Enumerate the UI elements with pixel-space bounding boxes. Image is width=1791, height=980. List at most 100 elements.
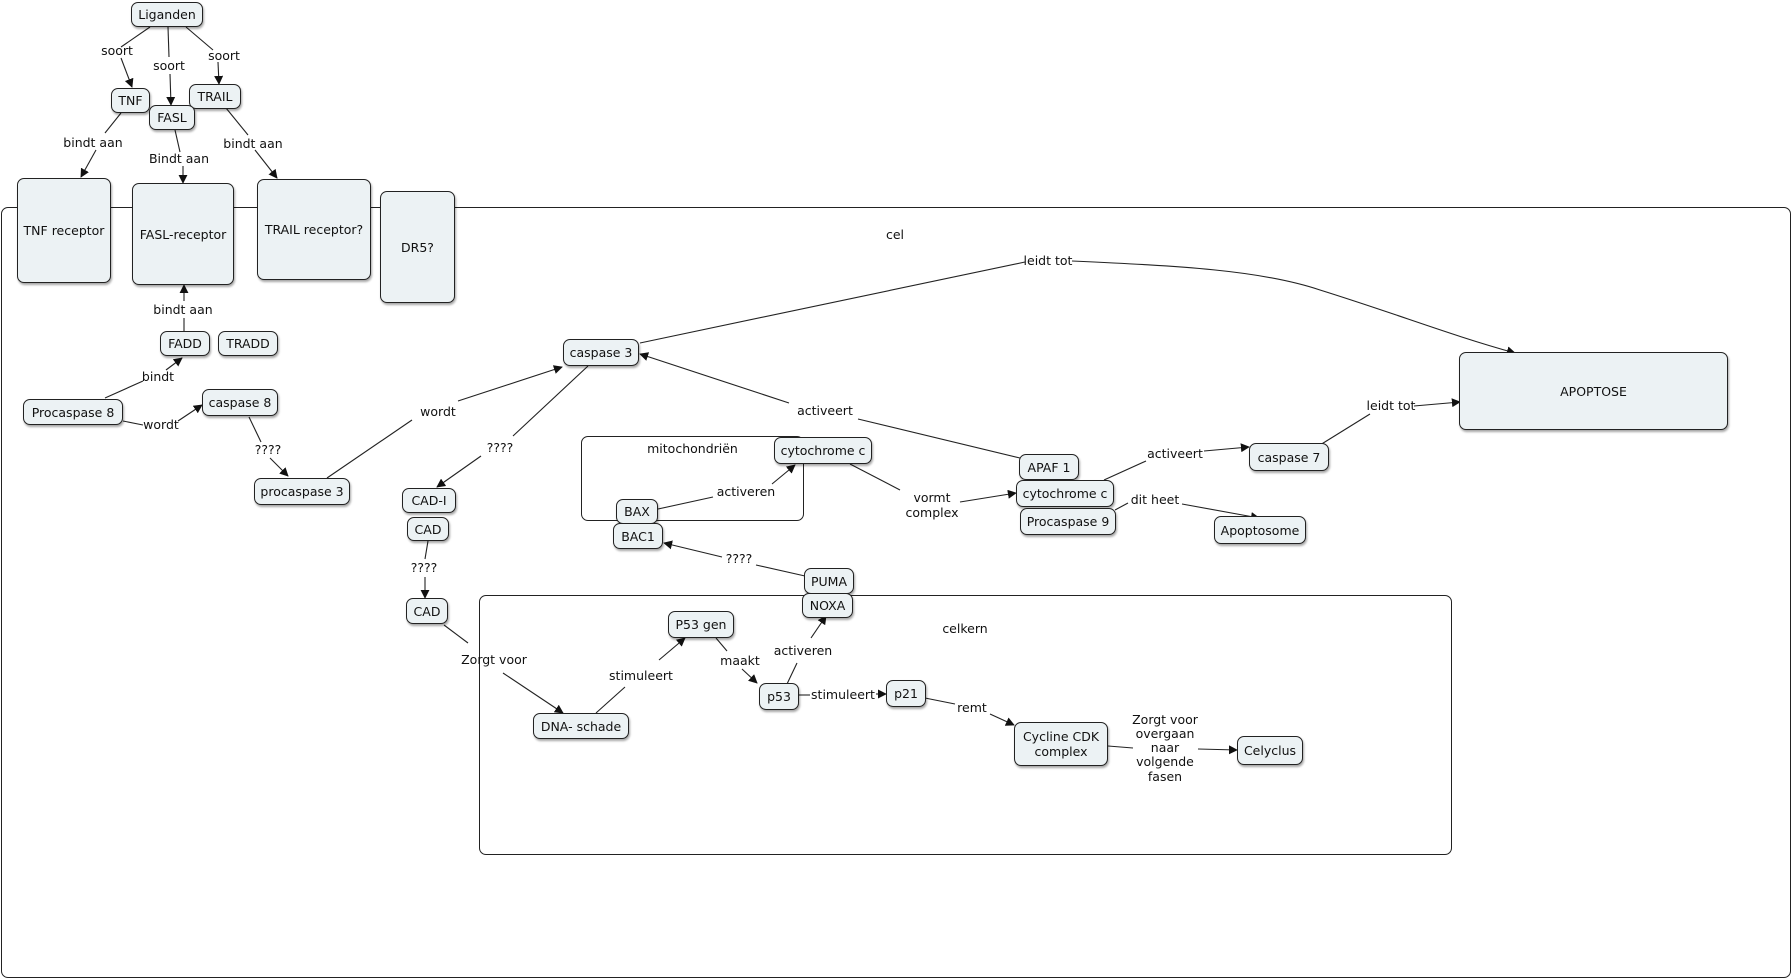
node-fadd[interactable]: FADD (160, 331, 210, 356)
mitochondrien-label: mitochondriën (647, 441, 738, 456)
edge-p53gen-p53 (715, 637, 728, 652)
node-p21[interactable]: p21 (886, 680, 926, 707)
label-activeren-2: activeren (774, 643, 832, 658)
label-maakt: maakt (720, 653, 760, 668)
edge-p21-cycline-b (989, 713, 1015, 726)
edge-dna-p53gen (595, 686, 626, 714)
edge-cad-dna (443, 624, 469, 644)
edge-liganden-trail-b (214, 61, 224, 85)
label-bindt-aan-fadd: bindt aan (153, 302, 212, 317)
label-activeert-2: activeert (1147, 446, 1203, 461)
node-dna-schade[interactable]: DNA- schade (533, 713, 629, 739)
node-p53-gen[interactable]: P53 gen (668, 611, 734, 638)
node-bac1[interactable]: BAC1 (613, 523, 663, 549)
edge-cad-dna-b (502, 672, 564, 714)
label-cadi-q: ???? (487, 440, 514, 455)
node-tnf[interactable]: TNF (111, 88, 150, 113)
edge-casp3-cadi (512, 365, 589, 437)
edge-casp8-procasp3 (248, 416, 262, 443)
edge-liganden-fasl (167, 26, 170, 58)
label-vormt-complex-1: vormt (913, 490, 950, 505)
edge-casp7-apoptose-b (1413, 398, 1461, 408)
label-vormt-complex-2: complex (906, 505, 959, 520)
label-zorgt-fasen-1: Zorgt voor (1132, 712, 1199, 727)
edge-casp3-apoptose (639, 261, 1026, 344)
label-bac1-q: ???? (726, 551, 753, 566)
edge-p53gen-p53-b (741, 668, 758, 684)
node-cytochrome-c-mito[interactable]: cytochrome c (774, 437, 872, 464)
node-puma[interactable]: PUMA (804, 568, 854, 594)
label-zorgt-voor: Zorgt voor (461, 652, 528, 667)
label-bindt-aan-tnf: bindt aan (63, 135, 122, 150)
node-cycline-cdk-complex[interactable]: Cycline CDK complex (1014, 722, 1108, 766)
node-trail[interactable]: TRAIL (189, 84, 241, 109)
node-fasl[interactable]: FASL (149, 105, 195, 130)
label-soort-2: soort (153, 58, 185, 73)
edge-bax-cytc (657, 496, 714, 510)
edge-bax-cytc-b (771, 464, 796, 485)
edge-casp3-apoptose-b (1071, 260, 1516, 356)
celkern-container (479, 595, 1452, 855)
edge-procasp3-casp3-b (457, 365, 563, 402)
node-apaf-1[interactable]: APAF 1 (1019, 454, 1079, 480)
edge-procasp8-fadd-b (165, 357, 183, 371)
node-procaspase-3[interactable]: procaspase 3 (254, 478, 350, 505)
edge-apaf1-casp3-b (639, 352, 790, 404)
node-celyclus[interactable]: Celyclus (1237, 736, 1303, 765)
edge-casp8-procasp3-b (269, 457, 289, 477)
edge-cytc-complex (849, 463, 901, 491)
edge-liganden-trail (185, 26, 214, 51)
node-tradd[interactable]: TRADD (218, 331, 278, 356)
edge-apaf-casp7-b (1203, 443, 1250, 453)
edge-cycline-celyclus-b (1197, 745, 1238, 755)
edge-p21-cycline (924, 697, 956, 705)
node-liganden[interactable]: Liganden (131, 2, 203, 27)
edge-cytc-complex-b (959, 489, 1017, 503)
edge-p53-noxa-b (810, 615, 827, 639)
edge-tnf-receptor-b (80, 149, 97, 178)
edge-procasp8-casp8 (122, 420, 144, 426)
node-caspase-3[interactable]: caspase 3 (563, 339, 639, 366)
cel-label: cel (885, 227, 905, 242)
node-cad-i[interactable]: CAD-I (402, 488, 456, 513)
edge-apaf1-casp3 (857, 418, 1021, 459)
node-procaspase-8[interactable]: Procaspase 8 (23, 399, 123, 425)
edge-procasp9-apoptosome (1114, 502, 1129, 511)
edge-procasp8-fadd (104, 380, 144, 399)
node-dr5[interactable]: DR5? (380, 191, 455, 303)
node-cytochrome-c[interactable]: cytochrome c (1016, 480, 1114, 507)
edge-cycline-celyclus (1107, 745, 1134, 749)
node-bax[interactable]: BAX (616, 499, 658, 524)
edge-cad-cad (424, 540, 429, 560)
edge-procasp3-casp3 (326, 419, 413, 479)
label-soort-3: soort (208, 48, 240, 63)
mitochondrien-container (581, 436, 804, 521)
label-dit-heet: dit heet (1131, 492, 1180, 507)
node-cad-2[interactable]: CAD (406, 598, 448, 624)
edge-puma-bac1-b (663, 540, 723, 558)
node-tnf-receptor[interactable]: TNF receptor (17, 178, 111, 283)
node-caspase-7[interactable]: caspase 7 (1249, 443, 1329, 471)
edge-trail-receptor-b (254, 149, 278, 179)
edge-apaf-casp7 (1103, 460, 1147, 481)
label-zorgt-fasen-5: fasen (1148, 769, 1182, 784)
node-apoptosome[interactable]: Apoptosome (1214, 516, 1306, 544)
label-casp8-q: ???? (255, 442, 282, 457)
node-cad-1[interactable]: CAD (407, 517, 449, 541)
label-activeert-1: activeert (797, 403, 853, 418)
edge-casp7-apoptose (1319, 413, 1371, 446)
label-soort-1: soort (101, 43, 133, 58)
node-procaspase-9[interactable]: Procaspase 9 (1020, 508, 1116, 535)
node-apoptose[interactable]: APOPTOSE (1459, 352, 1728, 430)
label-leidt-tot-2: leidt tot (1367, 398, 1416, 413)
edge-liganden-fasl-b (166, 73, 176, 106)
label-remt: remt (957, 700, 987, 715)
node-trail-receptor[interactable]: TRAIL receptor? (257, 179, 371, 280)
edge-casp3-cadi-b (436, 455, 482, 488)
node-caspase-8[interactable]: caspase 8 (202, 389, 278, 416)
node-noxa[interactable]: NOXA (802, 593, 853, 618)
label-bindt: bindt (142, 369, 174, 384)
node-p53[interactable]: p53 (759, 683, 799, 710)
node-fasl-receptor[interactable]: FASL-receptor (132, 183, 234, 285)
